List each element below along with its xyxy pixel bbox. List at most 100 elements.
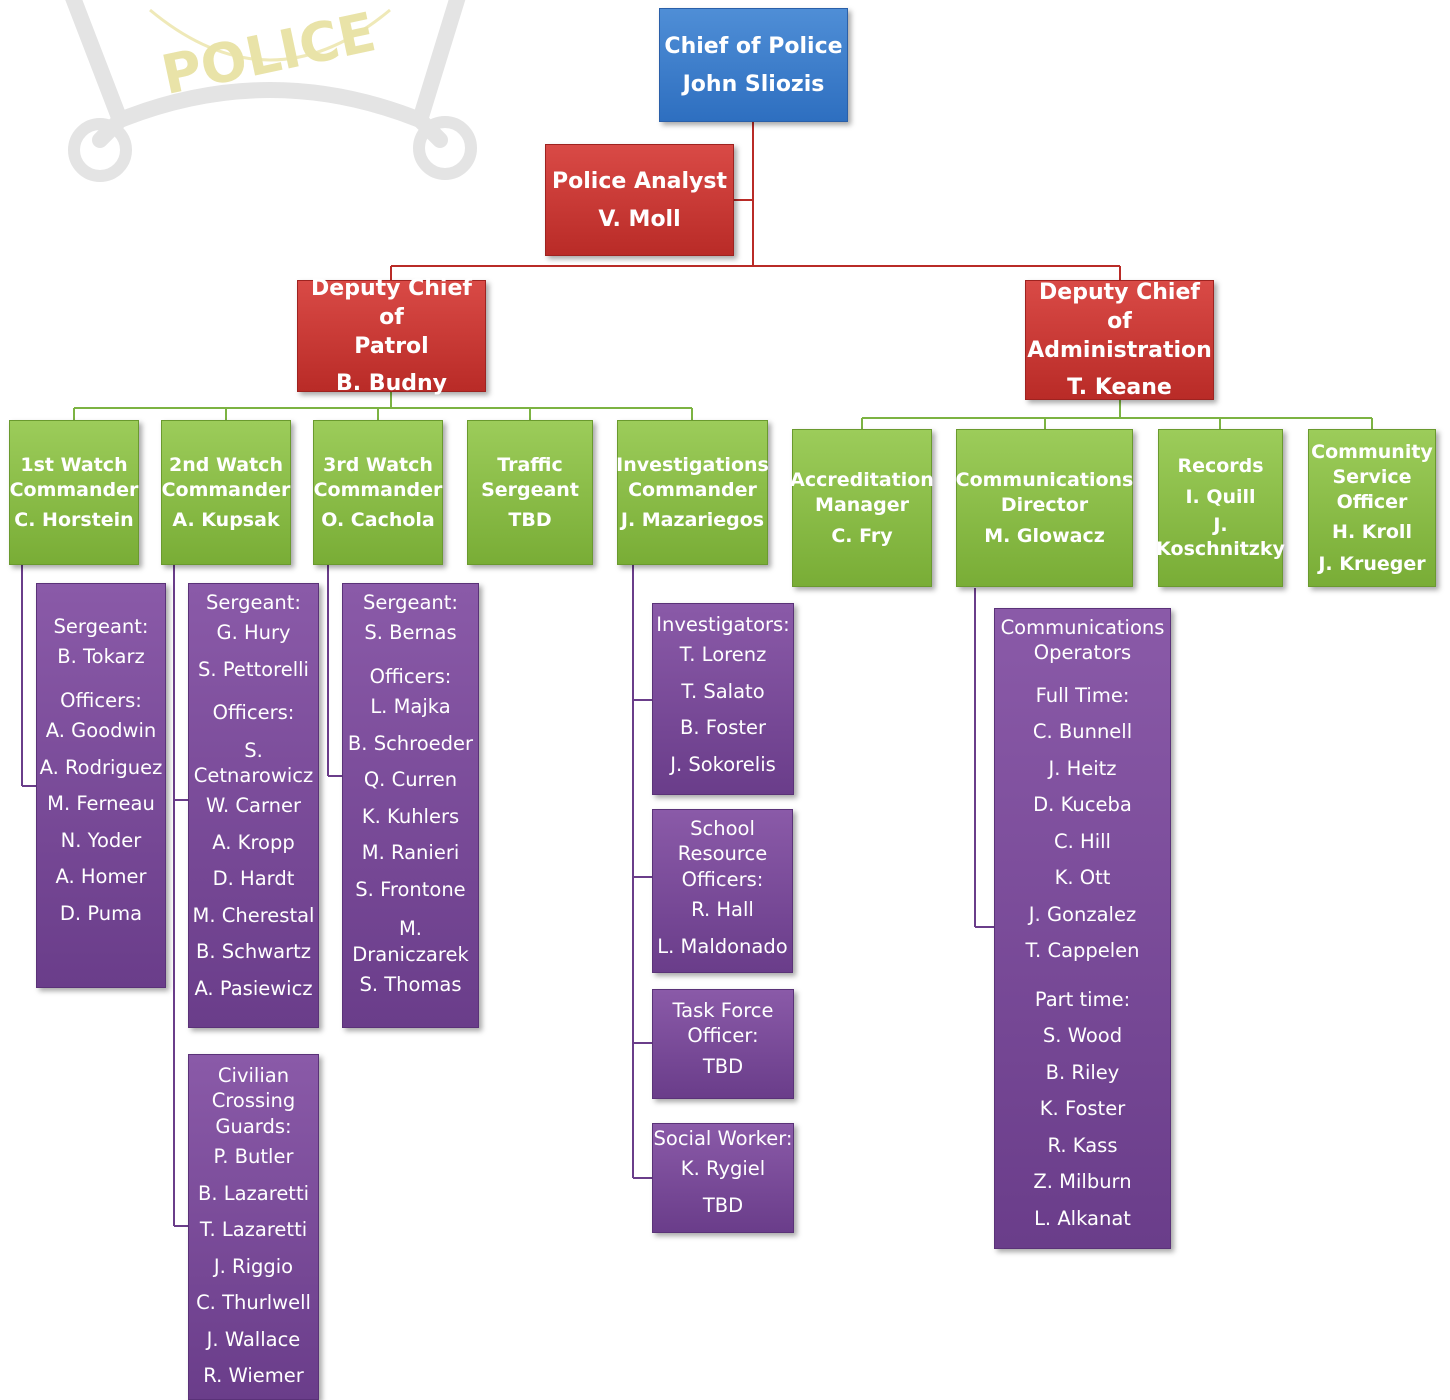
- roster-name-split-b: Draniczarek: [352, 942, 469, 966]
- roster-name: S. Bernas: [364, 621, 457, 645]
- investigations-commander-box: Investigations Commander J. Mazariegos: [616, 420, 769, 565]
- unit-name: M. Glowacz: [984, 524, 1105, 547]
- unit-name: J. Mazariegos: [620, 509, 765, 532]
- full-time-label: Full Time:: [1035, 683, 1130, 707]
- unit-title-line1: 2nd Watch: [169, 453, 283, 476]
- roster-name: L. Maldonado: [657, 934, 788, 958]
- roster-name: TBD: [702, 1193, 744, 1217]
- roster-name-split-b: Cetnarowicz: [193, 764, 314, 788]
- first-watch-roster-box: Sergeant: B. Tokarz Officers: A. Goodwin…: [36, 583, 166, 988]
- roster-name: R. Wiemer: [203, 1364, 304, 1388]
- deputy-chief-patrol-box: Deputy Chief of Patrol B. Budny: [297, 276, 486, 396]
- roster-name: T. Cappelen: [1025, 939, 1140, 963]
- roster-name: C. Hill: [1054, 829, 1111, 853]
- comm-operators-label-line2: Operators: [1033, 641, 1132, 665]
- unit-name: A. Kupsak: [172, 509, 280, 532]
- roster-name: Q. Curren: [363, 768, 458, 792]
- crossing-guards-label-line3: Guards:: [215, 1114, 292, 1138]
- sergeant-label: Sergeant:: [363, 591, 458, 614]
- investigators-box: Investigators: T. Lorenz T. Salato B. Fo…: [652, 603, 794, 795]
- unit-title-line1: 1st Watch: [20, 453, 128, 476]
- roster-name: T. Lorenz: [679, 643, 767, 667]
- roster-name: K. Foster: [1039, 1097, 1126, 1121]
- second-watch-commander-box: 2nd Watch Commander A. Kupsak: [161, 420, 291, 565]
- roster-name: N. Yoder: [60, 828, 142, 852]
- task-force-label-line1: Task Force: [672, 999, 774, 1022]
- police-badge-watermark: POLICE: [65, 0, 477, 182]
- roster-name: Z. Milburn: [1033, 1170, 1132, 1194]
- roster-name: S. Frontone: [355, 877, 466, 901]
- unit-name: C. Fry: [831, 524, 893, 547]
- roster-name: R. Hall: [691, 898, 754, 922]
- roster-name: TBD: [702, 1054, 744, 1078]
- communications-operators-box: Communications Operators Full Time: C. B…: [994, 608, 1171, 1249]
- officers-label: Officers:: [212, 701, 295, 725]
- deputy-patrol-name: B. Budny: [336, 371, 447, 397]
- unit-name-split-a: J.: [1213, 514, 1228, 536]
- roster-name: L. Majka: [370, 695, 451, 719]
- school-resource-label-line3: Officers:: [681, 867, 764, 891]
- roster-name: A. Kropp: [212, 830, 295, 854]
- school-resource-label-line2: Resource: [677, 842, 768, 866]
- roster-name: J. Sokorelis: [670, 752, 776, 776]
- records-box: Records I. Quill J. Koschnitzky: [1156, 429, 1285, 587]
- third-watch-commander-box: 3rd Watch Commander O. Cachola: [313, 420, 443, 565]
- unit-name: I. Quill: [1185, 486, 1256, 509]
- deputy-admin-title-line2: Administration: [1027, 337, 1212, 363]
- deputy-patrol-title-line1: Deputy Chief of: [311, 276, 472, 331]
- deputy-admin-title-line1: Deputy Chief of: [1039, 280, 1200, 335]
- sergeant-label: Sergeant:: [206, 591, 301, 614]
- unit-name-split-b: Koschnitzky: [1156, 537, 1285, 560]
- roster-name: D. Kuceba: [1033, 793, 1132, 817]
- task-force-label-line2: Officer:: [687, 1024, 759, 1048]
- part-time-label: Part time:: [1034, 987, 1131, 1011]
- unit-title-line2: Commander: [9, 478, 139, 501]
- deputy-admin-name: T. Keane: [1067, 375, 1172, 401]
- roster-name: R. Kass: [1047, 1133, 1118, 1157]
- unit-title-line1: Traffic: [497, 453, 563, 476]
- roster-name: S. Wood: [1042, 1024, 1123, 1048]
- investigators-label: Investigators:: [656, 613, 790, 636]
- roster-name: J. Heitz: [1048, 756, 1117, 780]
- chief-of-police-box: Chief of Police John Sliozis: [659, 8, 848, 122]
- first-watch-commander-box: 1st Watch Commander C. Horstein: [9, 420, 139, 565]
- social-worker-label: Social Worker:: [653, 1127, 793, 1150]
- roster-name: D. Hardt: [212, 867, 295, 891]
- unit-name: H. Kroll: [1332, 521, 1412, 544]
- roster-name: M. Ranieri: [361, 841, 460, 865]
- roster-name: M. Ferneau: [47, 792, 155, 816]
- roster-name: T. Salato: [681, 679, 765, 703]
- roster-name: A. Homer: [55, 865, 147, 889]
- roster-name: K. Rygiel: [680, 1157, 766, 1181]
- chief-name: John Sliozis: [682, 71, 825, 97]
- officers-label: Officers:: [60, 688, 142, 712]
- unit-title-line2: Commander: [313, 478, 443, 501]
- roster-name: L. Alkanat: [1034, 1206, 1131, 1230]
- unit-title-line2: Director: [1000, 494, 1089, 517]
- accreditation-manager-box: Accreditation Manager C. Fry: [790, 429, 934, 587]
- roster-name: S. Pettorelli: [198, 657, 309, 681]
- roster-name: B. Schroeder: [347, 731, 474, 755]
- roster-name: P. Butler: [213, 1145, 294, 1169]
- roster-name: G. Hury: [216, 621, 291, 645]
- unit-title-line1: 3rd Watch: [323, 453, 433, 476]
- crossing-guards-box: Civilian Crossing Guards: P. Butler B. L…: [188, 1054, 319, 1400]
- traffic-sergeant-box: Traffic Sergeant TBD: [467, 420, 593, 565]
- roster-name: D. Puma: [59, 901, 143, 925]
- unit-name: TBD: [508, 509, 552, 532]
- school-resource-label-line1: School: [690, 817, 755, 840]
- roster-name: K. Kuhlers: [361, 804, 460, 828]
- officers-label: Officers:: [369, 664, 452, 688]
- social-worker-box: Social Worker: K. Rygiel TBD: [652, 1123, 794, 1233]
- unit-title-line2: Sergeant: [481, 478, 579, 501]
- roster-name: A. Goodwin: [45, 719, 157, 743]
- roster-name: M. Cherestal: [192, 903, 315, 927]
- roster-name: J. Gonzalez: [1028, 902, 1137, 926]
- analyst-name: V. Moll: [598, 206, 681, 232]
- roster-name: J. Riggio: [213, 1254, 294, 1278]
- analyst-title: Police Analyst: [552, 169, 727, 195]
- roster-name: B. Lazaretti: [197, 1181, 310, 1205]
- school-resource-officers-box: School Resource Officers: R. Hall L. Mal…: [652, 809, 793, 973]
- unit-name: J. Krueger: [1318, 553, 1426, 576]
